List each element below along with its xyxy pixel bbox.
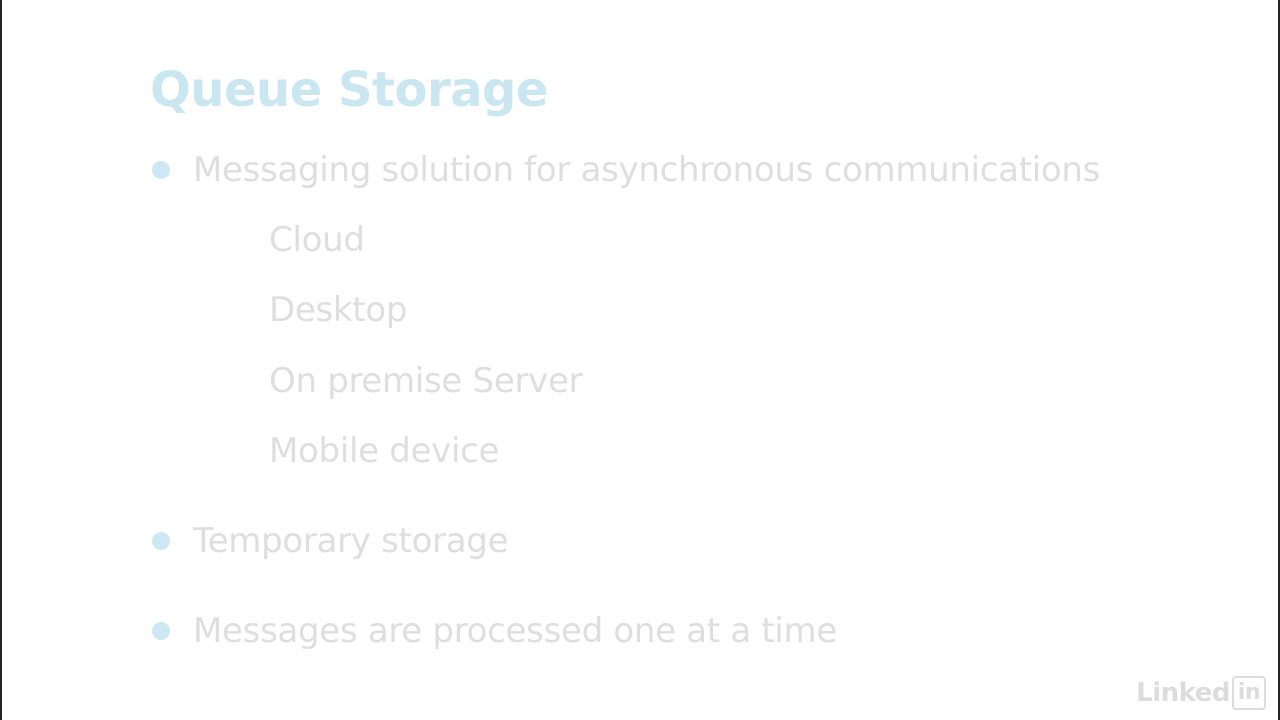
bullet-item: Messaging solution for asynchronous comm… [152, 150, 1100, 190]
bullet-dot-icon [152, 161, 170, 179]
linkedin-logo-word: Linked [1136, 678, 1230, 708]
sub-item: Cloud [269, 220, 365, 260]
bullet-text: Messages are processed one at a time [193, 611, 837, 651]
sub-item: Desktop [269, 290, 408, 330]
sub-item: On premise Server [269, 361, 583, 401]
bullet-item: Temporary storage [152, 521, 509, 561]
sub-item: Mobile device [269, 431, 500, 471]
bullet-dot-icon [152, 532, 170, 550]
linkedin-logo-box-icon: in [1232, 676, 1266, 710]
bullet-item: Messages are processed one at a time [152, 611, 837, 651]
bullet-text: Temporary storage [193, 521, 509, 561]
bullet-text: Messaging solution for asynchronous comm… [193, 150, 1101, 190]
slide-title: Queue Storage [150, 62, 548, 118]
linkedin-logo: Linked in [1136, 676, 1266, 710]
bullet-dot-icon [152, 622, 170, 640]
